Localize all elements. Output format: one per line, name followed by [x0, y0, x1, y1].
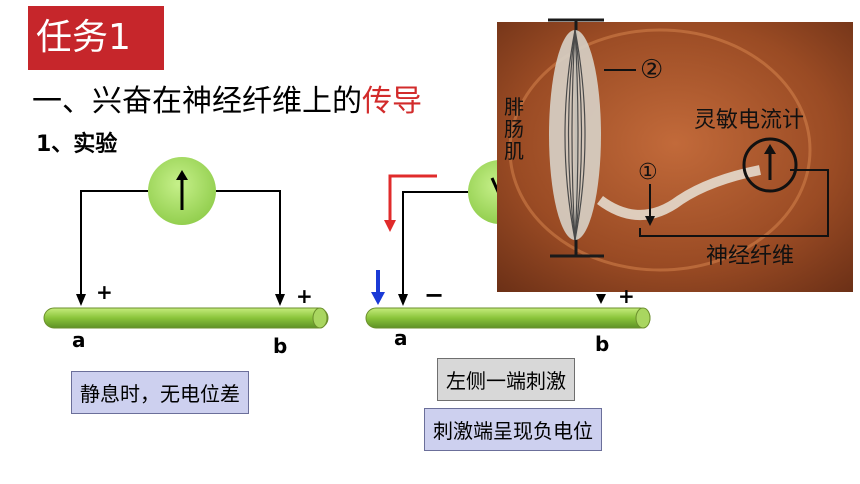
left-diagram	[43, 157, 329, 329]
left-arrowhead-a	[76, 294, 86, 306]
right-arrowhead-b	[596, 294, 606, 304]
left-wire-a	[80, 190, 148, 300]
left-caption: 静息时，无电位差	[71, 371, 249, 414]
right-wire-a	[402, 191, 470, 300]
right-sign-a: −	[424, 281, 445, 309]
dish-rim	[508, 28, 812, 272]
experiment-photo	[497, 18, 853, 292]
left-sign-b: +	[296, 284, 313, 308]
left-sign-a: +	[96, 280, 113, 304]
section-subtitle: 1、实验	[36, 132, 118, 157]
right-sign-b: +	[618, 284, 635, 308]
photo-label-galvanometer: 灵敏电流计	[694, 108, 805, 133]
left-arrowhead-b	[275, 294, 285, 306]
right-caption-stimulus: 左侧一端刺激	[437, 358, 575, 401]
left-fiber-end	[312, 307, 328, 329]
left-nerve-fiber	[43, 307, 329, 329]
right-nerve-fiber	[365, 307, 651, 329]
right-caption-negative: 刺激端呈现负电位	[424, 408, 602, 451]
photo-label-muscle: 腓肠肌	[504, 95, 524, 163]
nerve-strand	[597, 165, 761, 220]
task-badge: 任务1	[28, 6, 164, 70]
right-label-b: b	[595, 332, 610, 356]
red-current-arrow-icon	[384, 220, 396, 232]
right-label-a: a	[394, 326, 408, 350]
title-highlight: 传导	[362, 84, 422, 119]
page-title: 一、兴奋在神经纤维上的传导	[32, 76, 422, 120]
photo-label-1: ①	[638, 160, 658, 185]
photo-wire	[639, 169, 829, 237]
leader-arrow-1	[645, 216, 655, 226]
left-meter-arrow-icon	[176, 170, 188, 180]
left-wire-b	[216, 190, 281, 300]
muscle-shape	[549, 30, 601, 240]
blue-stimulus-arrow-icon	[371, 292, 385, 305]
left-label-b: b	[273, 334, 288, 358]
left-label-a: a	[72, 328, 86, 352]
red-current-path	[388, 174, 437, 224]
photo-label-nerve: 神经纤维	[706, 244, 795, 269]
photo-meter-arrow-icon	[764, 144, 776, 154]
muscle-fibers	[564, 29, 586, 241]
right-arrowhead-a	[398, 294, 408, 306]
photo-label-2: ②	[640, 55, 664, 85]
title-prefix: 一、兴奋在神经纤维上的	[32, 84, 362, 119]
photo-galvanometer	[742, 137, 798, 193]
right-fiber-end	[635, 307, 651, 329]
